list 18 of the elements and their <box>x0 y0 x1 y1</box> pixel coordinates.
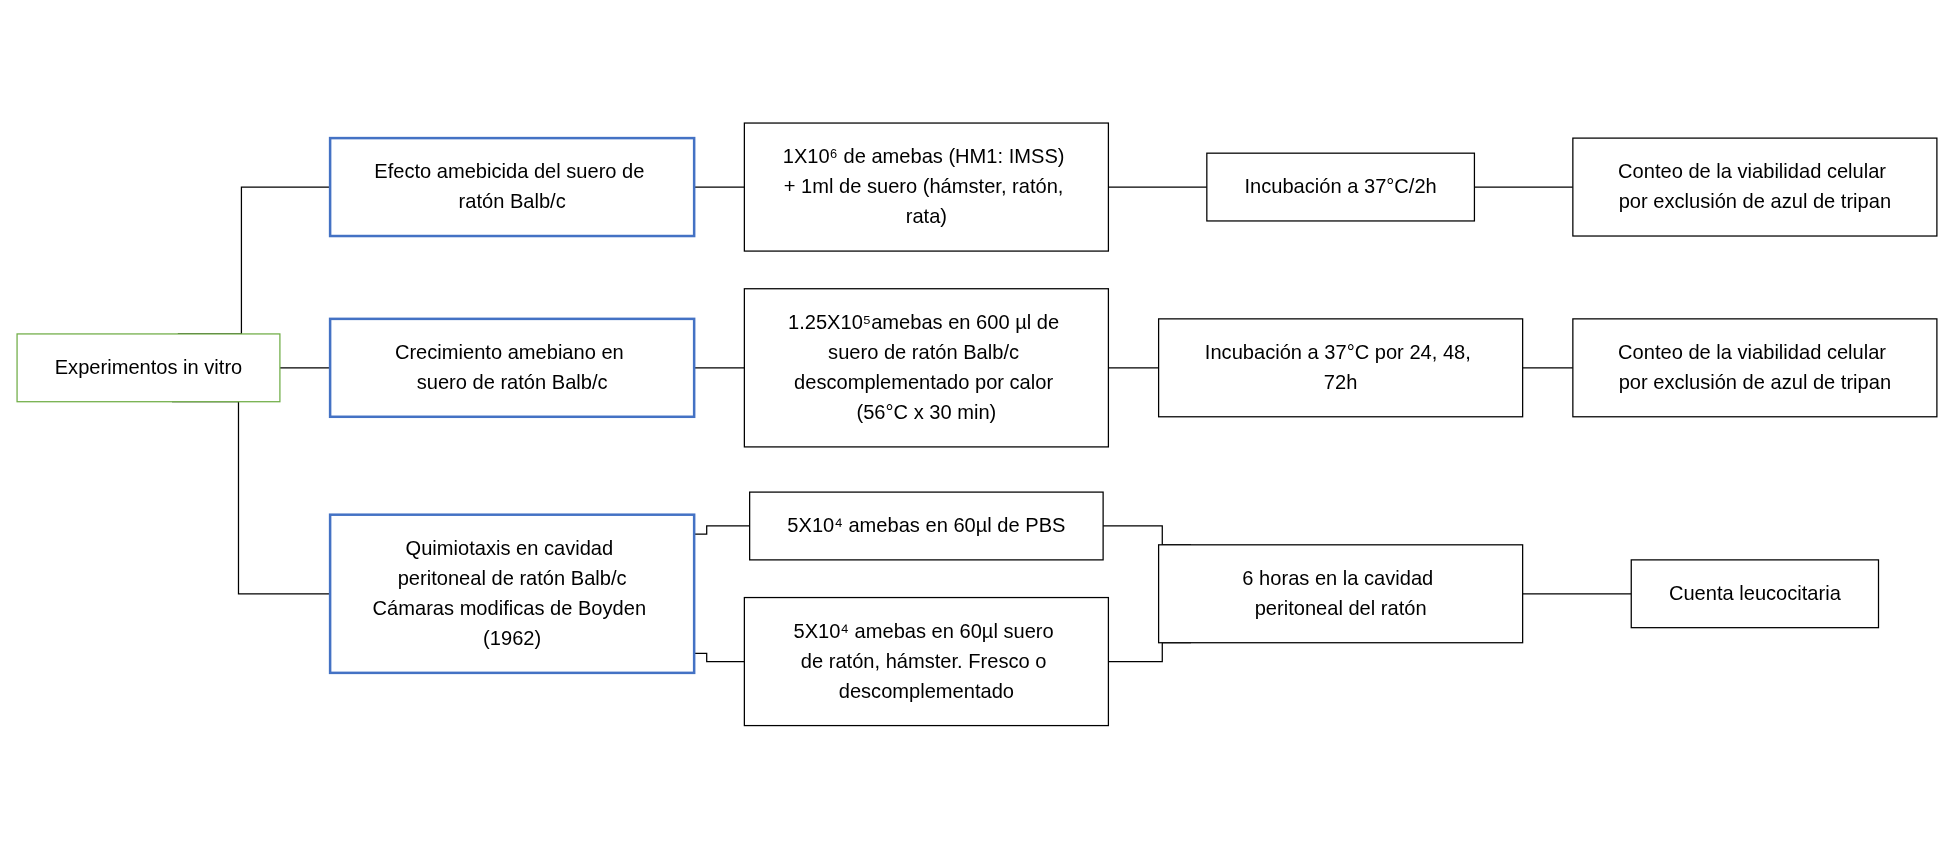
node-box: Crecimiento amebiano en suero de ratón Balb/c <box>328 317 695 419</box>
node-box: 1.25X10⁵amebas en 600 µl de suero de ratón Balb/c descomplementado por calor (56°C x 30 min) <box>743 288 1109 448</box>
node-box: 5X10⁴ amebas en 60µl suero de ratón, hámster. Fresco o descomplementado <box>743 597 1109 727</box>
node-box: Conteo de la viabilidad celular por exclusión de azul de tripan <box>1571 137 1938 237</box>
connector <box>693 525 750 535</box>
node-box: 1X10⁶ de amebas (HM1: IMSS) + 1ml de suero (hámster, ratón, rata) <box>743 122 1109 252</box>
node-box: Incubación a 37°C por 24, 48, 72h <box>1157 318 1523 418</box>
connector <box>1473 186 1573 188</box>
node-box: Quimiotaxis en cavidad peritoneal de ratón Balb/c Cámaras modificas de Boyden (1962) <box>328 513 695 675</box>
node-box: 5X10⁴ amebas en 60µl de PBS <box>748 491 1104 561</box>
node-box: Cuenta leucocitaria <box>1630 559 1879 629</box>
node-box: Incubación a 37°C/2h <box>1205 152 1475 222</box>
node-box: Experimentos in vitro <box>15 333 281 403</box>
node-box: Conteo de la viabilidad celular por exclusión de azul de tripan <box>1571 318 1938 418</box>
connector <box>1107 186 1207 188</box>
node-box: 6 horas en la cavidad peritoneal del ratón <box>1157 544 1523 644</box>
node-box: Efecto amebicida del suero de ratón Balb/c <box>328 137 695 238</box>
connector <box>1107 367 1159 369</box>
